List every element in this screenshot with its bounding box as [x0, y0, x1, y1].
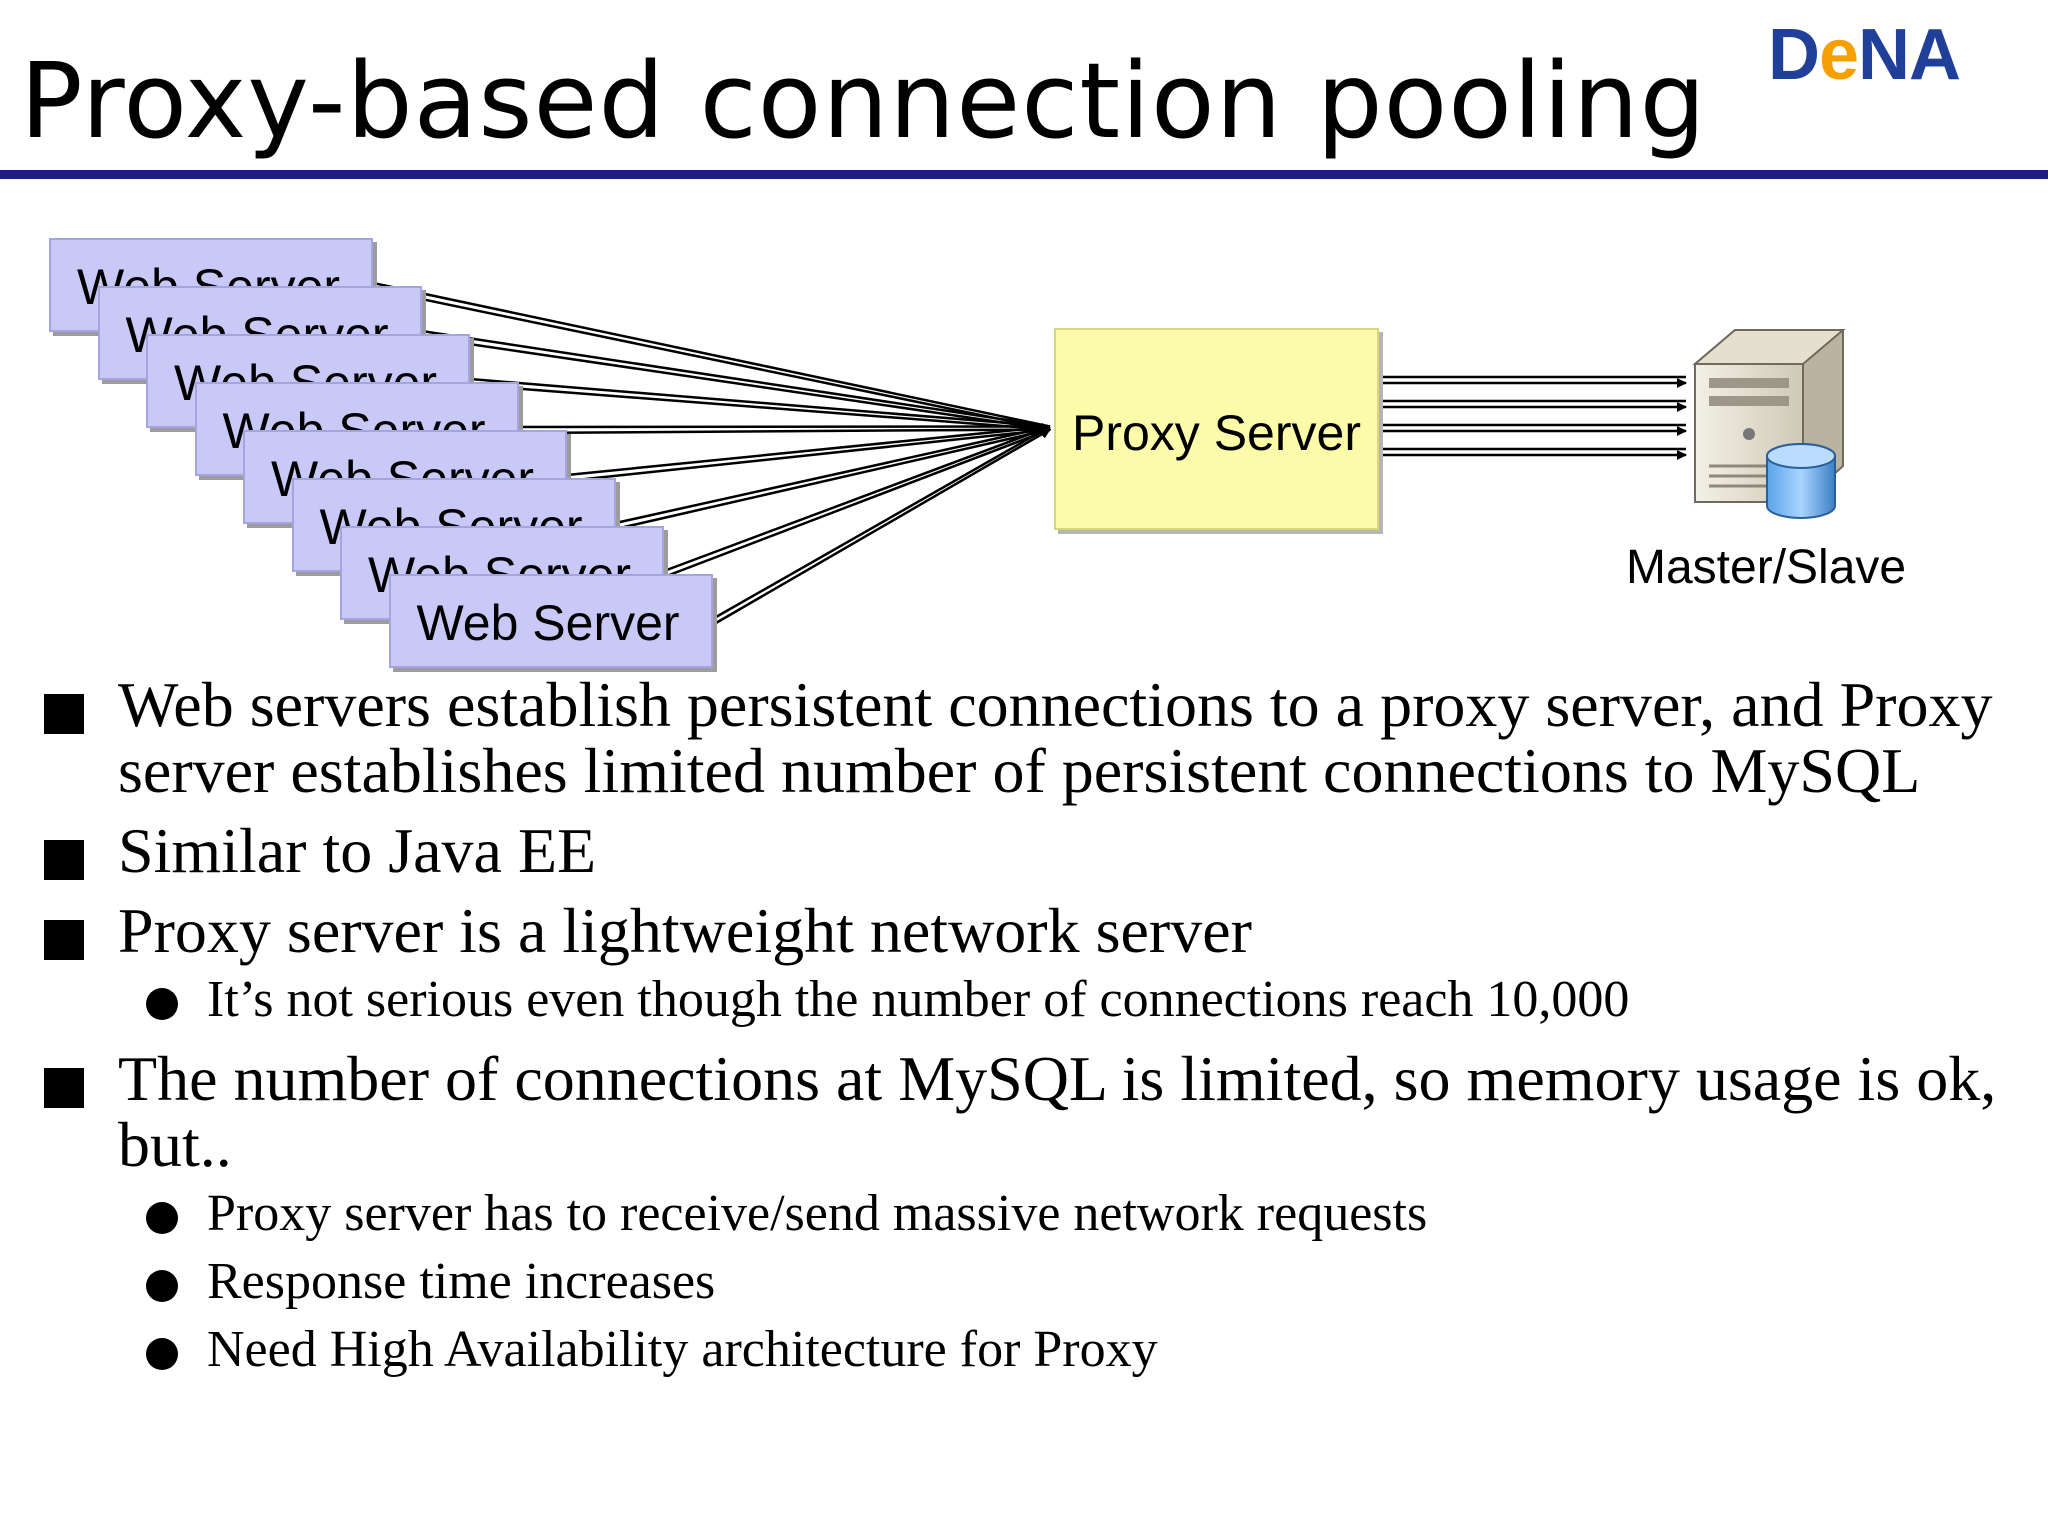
connection-line — [469, 383, 1051, 434]
connection-line — [663, 428, 1051, 579]
connection-line — [711, 425, 1051, 621]
web-server-box: Web Server — [388, 574, 713, 668]
connection-line — [421, 329, 1051, 428]
bullet-list: Web servers establish persistent connect… — [0, 672, 2048, 1386]
connection-line — [615, 426, 1051, 531]
bullet-text: Web servers establish persistent connect… — [118, 669, 1993, 806]
sub-bullet-item: Proxy server has to receive/send massive… — [0, 1182, 2048, 1246]
title-rule — [0, 170, 2048, 179]
dena-logo: DeNA — [1768, 15, 1961, 95]
proxy-server-label: Proxy Server — [1072, 405, 1361, 461]
connection-line — [518, 425, 1051, 429]
round-bullet-icon — [146, 1338, 178, 1370]
slide-title: Proxy-based connection pooling — [20, 40, 1707, 162]
server-database-icon — [1692, 329, 1846, 519]
connection-lines — [372, 281, 1687, 627]
connection-line — [372, 281, 1051, 428]
bullet-item: Similar to Java EE — [0, 818, 2048, 884]
bullet-text: Similar to Java EE — [118, 815, 597, 886]
sub-bullet-text: It’s not serious even though the number … — [207, 971, 1630, 1028]
bullet-item: Web servers establish persistent connect… — [0, 672, 2048, 804]
square-bullet-icon — [44, 1068, 84, 1108]
connection-line — [615, 425, 1051, 525]
sub-bullet-text: Proxy server has to receive/send massive… — [207, 1185, 1428, 1242]
sub-bullet-text: Response time increases — [207, 1253, 716, 1310]
connection-line — [711, 428, 1051, 627]
proxy-server-box: Proxy Server — [1054, 328, 1379, 530]
sub-bullet-item: Need High Availability architecture for … — [0, 1318, 2048, 1382]
round-bullet-icon — [146, 1202, 178, 1234]
square-bullet-icon — [44, 840, 84, 880]
sub-bullet-text: Need High Availability architecture for … — [207, 1321, 1158, 1378]
bullet-text: Proxy server is a lightweight network se… — [118, 895, 1252, 966]
bullet-text: The number of connections at MySQL is li… — [118, 1043, 1997, 1180]
sub-bullet-item: Response time increases — [0, 1250, 2048, 1314]
round-bullet-icon — [146, 1270, 178, 1302]
bullet-item: Proxy server is a lightweight network se… — [0, 898, 2048, 964]
bullet-item: The number of connections at MySQL is li… — [0, 1046, 2048, 1178]
sub-bullet-item: It’s not serious even though the number … — [0, 968, 2048, 1032]
connection-line — [566, 425, 1051, 483]
web-server-label: Web Server — [416, 595, 680, 651]
square-bullet-icon — [44, 920, 84, 960]
connection-line — [663, 425, 1051, 573]
round-bullet-icon — [146, 988, 178, 1020]
square-bullet-icon — [44, 694, 84, 734]
master-slave-label: Master/Slave — [1626, 541, 1907, 594]
connection-line — [421, 335, 1051, 434]
connection-line — [518, 424, 1051, 435]
connection-line — [566, 425, 1051, 477]
connection-line — [372, 287, 1051, 433]
connection-line — [469, 377, 1051, 428]
